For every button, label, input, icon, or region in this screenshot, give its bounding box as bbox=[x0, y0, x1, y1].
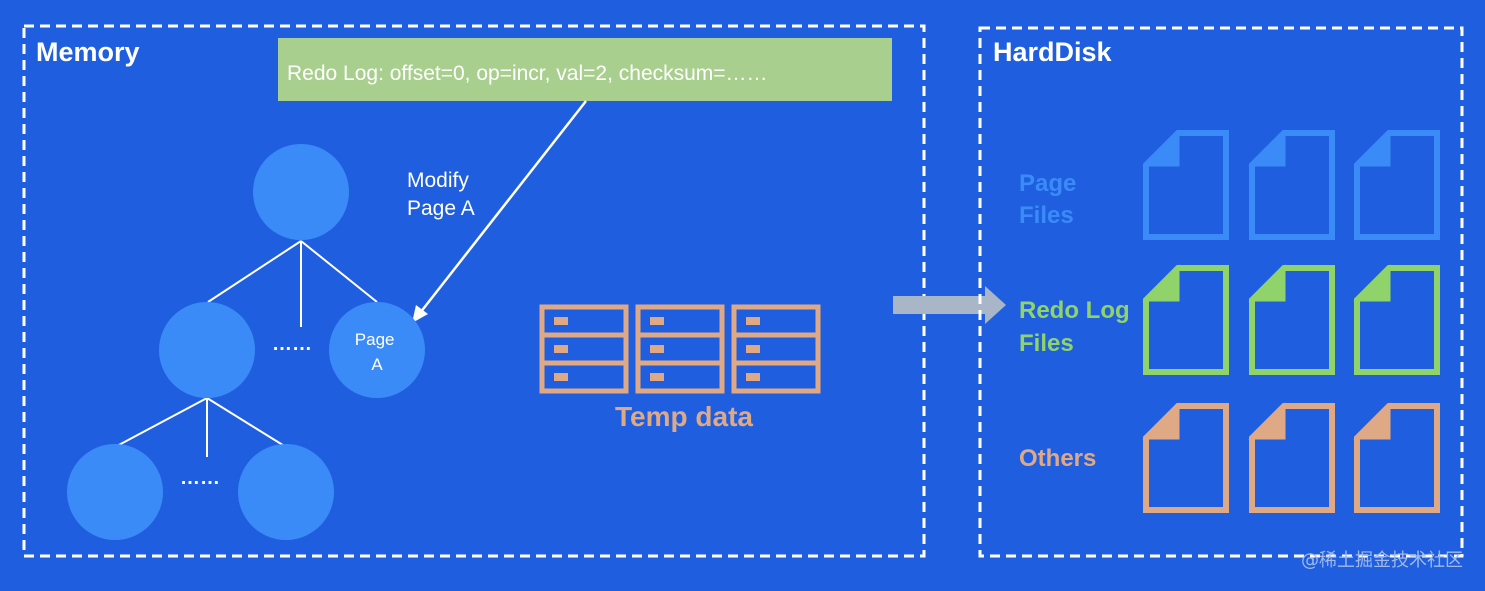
memory-region bbox=[22, 24, 926, 558]
temp-data-icon bbox=[539, 304, 821, 394]
redo-log-file-icon bbox=[1142, 264, 1229, 375]
page-file-icon bbox=[1142, 129, 1229, 240]
temp-data-slot-marks bbox=[554, 317, 760, 381]
redo-log-files-label: Redo Log Files bbox=[1019, 297, 1136, 357]
page-a-label: Page A bbox=[355, 330, 399, 374]
tree-root-node bbox=[253, 144, 349, 240]
tree-edges bbox=[114, 240, 378, 457]
redo-log-entry-box bbox=[278, 38, 892, 101]
tree-node-page-a bbox=[329, 302, 425, 398]
other-file-icon bbox=[1142, 402, 1229, 513]
tree-ellipsis-bottom: …… bbox=[180, 467, 220, 489]
tree-leaf-right bbox=[238, 444, 334, 540]
redo-log-file-icon bbox=[1353, 264, 1440, 375]
others-label: Others bbox=[1019, 445, 1096, 472]
redo-log-file-icon bbox=[1248, 264, 1335, 375]
modify-arrow-head bbox=[412, 305, 428, 323]
tree-leaf-left bbox=[67, 444, 163, 540]
temp-data-label: Temp data bbox=[615, 401, 753, 432]
watermark: @稀土掘金技术社区 bbox=[1301, 550, 1463, 571]
modify-arrow-line bbox=[419, 100, 587, 314]
flush-arrow bbox=[893, 286, 1006, 324]
tree-node-left bbox=[159, 302, 255, 398]
page-file-icon bbox=[1353, 129, 1440, 240]
other-file-icon bbox=[1248, 402, 1335, 513]
other-file-icon bbox=[1353, 402, 1440, 513]
harddisk-label: HardDisk bbox=[993, 37, 1113, 67]
harddisk-region bbox=[978, 26, 1464, 558]
page-file-icon bbox=[1248, 129, 1335, 240]
redo-log-entry-text: Redo Log: offset=0, op=incr, val=2, chec… bbox=[287, 62, 768, 85]
memory-label: Memory bbox=[36, 37, 140, 67]
page-files-label: Page Files bbox=[1019, 170, 1083, 229]
modify-label: Modify Page A bbox=[407, 169, 475, 220]
tree-ellipsis-middle: …… bbox=[272, 333, 312, 355]
